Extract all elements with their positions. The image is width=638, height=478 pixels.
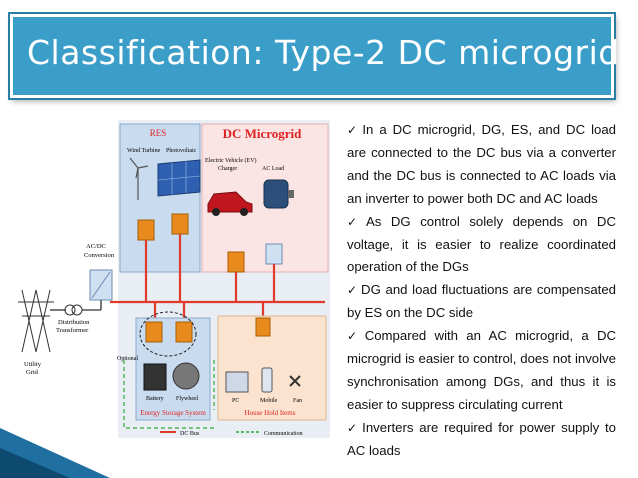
checkmark-icon: ✓ [347,214,363,229]
optional-dashed-ellipse [139,311,197,357]
slide-title: Classification: Type-2 DC microgrid [27,33,620,72]
optional-label: Optional [117,356,138,362]
acdc-label-1: AC/DC [86,243,106,250]
legend-comm-label: Communication [264,431,303,437]
ev-charger-label: Charger [218,166,237,172]
communication-lines [123,360,215,429]
fan-icon [289,375,301,387]
wind-turbine-icon [129,157,149,200]
res-label: RES [150,128,167,138]
bullet-item: ✓As DG control solely depends on DC volt… [347,213,616,275]
battery-label: Battery [146,396,164,402]
bullet-item: ✓Compared with an AC microgrid, a DC mic… [347,328,616,412]
mobile-label: Mobile [260,398,278,404]
bullet-item: ✓In a DC microgrid, DG, ES, and DC load … [347,122,616,206]
distribution-label-2: Transformer [56,327,89,334]
battery-icon [143,363,167,391]
pv-converter-icon [137,213,189,241]
distribution-label-1: Distribution [58,319,90,326]
solar-panel-icon [157,159,201,197]
checkmark-icon: ✓ [347,420,360,435]
dc-microgrid-diagram: RES DC Microgrid Wind Turbine Photovolta… [18,120,330,438]
diagram-title: DC Microgrid [223,126,303,141]
corner-decoration [0,428,110,478]
ac-load-label: AC Load [262,166,284,172]
mobile-icon [261,367,273,393]
household-label: House Hold Items [245,409,296,417]
pc-icon [225,371,249,393]
photovoltaic-label: Photovoltaic [166,148,197,154]
ev-charger-converter [227,251,245,273]
checkmark-icon: ✓ [347,123,360,137]
ess-label: Energy Storage System [140,409,206,417]
ac-motor-icon [263,179,294,209]
bullet-item: ✓Inverters are required for power supply… [347,419,616,458]
flywheel-label: Flywheel [176,396,199,402]
utility-tower-icon [18,289,54,353]
household-panel [217,315,327,421]
battery-converter [145,321,163,343]
electric-car-icon [207,191,253,216]
ac-load-inverter [265,243,283,265]
transformer-icon [64,304,76,316]
checkmark-icon: ✓ [347,329,362,344]
bullet-list: ✓In a DC microgrid, DG, ES, and DC load … [347,119,616,463]
checkmark-icon: ✓ [347,283,359,298]
fan-label: Fan [293,398,302,404]
flywheel-converter [175,321,193,343]
acdc-label-2: Conversion [84,252,115,259]
flywheel-icon [172,362,200,390]
title-banner: Classification: Type-2 DC microgrid [8,12,619,100]
utility-label-1: Utility [24,361,42,368]
pc-label: PC [232,398,239,404]
ev-label: Electric Vehicle (EV) [205,157,257,164]
household-converter [255,317,271,337]
legend-dc-bus-label: DC Bus [180,431,200,437]
wind-turbine-label: Wind Turbine [127,148,161,154]
bullet-item: ✓DG and load fluctuations are compensate… [347,282,616,321]
res-panel [119,123,201,273]
utility-label-2: Grid [26,369,39,376]
